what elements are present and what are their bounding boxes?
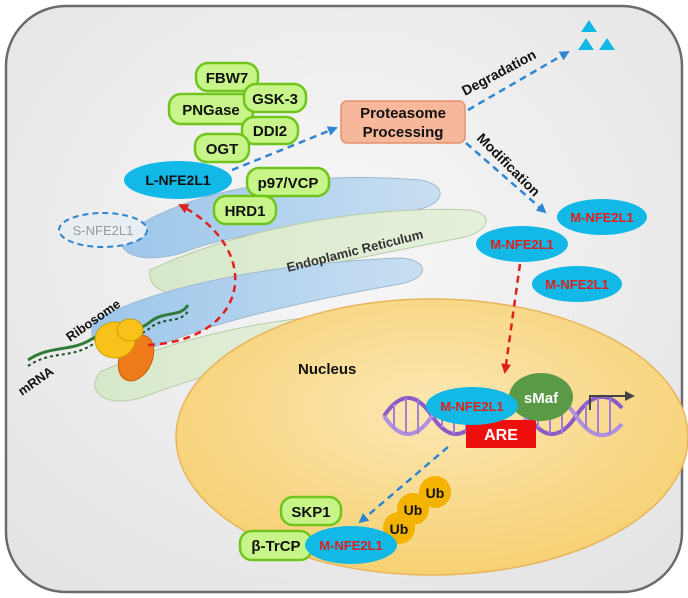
svg-text:L-NFE2L1: L-NFE2L1 — [145, 172, 211, 188]
svg-text:M-NFE2L1: M-NFE2L1 — [545, 277, 609, 292]
svg-text:HRD1: HRD1 — [225, 203, 266, 220]
ogt-box: OGT — [193, 132, 251, 164]
svg-text:Ub: Ub — [426, 485, 445, 501]
svg-text:ARE: ARE — [484, 427, 518, 444]
degraded-fragments — [578, 20, 615, 50]
m-nfe2l1-node-1: M-NFE2L1 — [557, 199, 647, 235]
are-element: ARE — [466, 420, 536, 448]
svg-text:S-NFE2L1: S-NFE2L1 — [73, 223, 134, 238]
svg-text:DDI2: DDI2 — [253, 123, 287, 140]
arrow-to-proteasome — [231, 126, 338, 172]
m-nfe2l1-node-2: M-NFE2L1 — [476, 226, 568, 262]
svg-text:Ub: Ub — [404, 502, 423, 518]
smaf-node: sMaf — [509, 373, 573, 421]
m-nfe2l1-node-3: M-NFE2L1 — [532, 266, 622, 302]
m-nfe2l1-ubiquitinated-node: M-NFE2L1 — [305, 526, 397, 564]
transcription-arrow — [589, 391, 635, 410]
degradation-arrow — [467, 50, 570, 112]
svg-text:FBW7: FBW7 — [206, 70, 249, 87]
nuclear-degradation-arrow — [358, 446, 449, 524]
p97vcp-box: p97/VCP — [245, 166, 331, 198]
svg-text:M-NFE2L1: M-NFE2L1 — [490, 237, 554, 252]
ub-1: Ub — [419, 476, 451, 508]
svg-text:sMaf: sMaf — [524, 390, 559, 407]
skp1-box: SKP1 — [279, 495, 343, 527]
svg-text:M-NFE2L1: M-NFE2L1 — [440, 399, 504, 414]
fbw7-box: FBW7 — [194, 61, 260, 93]
btrcp-box: β-TrCP — [238, 529, 314, 562]
ddi2-box: DDI2 — [240, 115, 300, 146]
svg-text:Processing: Processing — [363, 124, 444, 141]
svg-text:Ub: Ub — [390, 521, 409, 537]
svg-text:PNGase: PNGase — [182, 102, 240, 119]
svg-text:Proteasome: Proteasome — [360, 105, 446, 122]
svg-text:p97/VCP: p97/VCP — [258, 175, 319, 192]
nuclear-import-arrow — [501, 263, 522, 374]
m-nfe2l1-bound-node: M-NFE2L1 — [426, 387, 518, 425]
hrd1-box: HRD1 — [212, 194, 278, 226]
svg-text:OGT: OGT — [206, 141, 239, 158]
svg-text:M-NFE2L1: M-NFE2L1 — [319, 538, 383, 553]
l-nfe2l1-node: L-NFE2L1 — [124, 161, 232, 199]
translation-arrow — [147, 203, 237, 347]
s-nfe2l1-node: S-NFE2L1 — [58, 212, 148, 248]
gsk3-box: GSK-3 — [242, 82, 308, 114]
modification-arrow — [465, 142, 547, 214]
svg-text:M-NFE2L1: M-NFE2L1 — [570, 210, 634, 225]
svg-text:SKP1: SKP1 — [291, 504, 330, 521]
nucleus-label: Nucleus — [298, 361, 356, 378]
svg-text:GSK-3: GSK-3 — [252, 91, 298, 108]
svg-text:β-TrCP: β-TrCP — [251, 538, 300, 555]
pngase-box: PNGase — [167, 92, 255, 126]
proteasome-processing-box: Proteasome Processing — [340, 100, 466, 144]
